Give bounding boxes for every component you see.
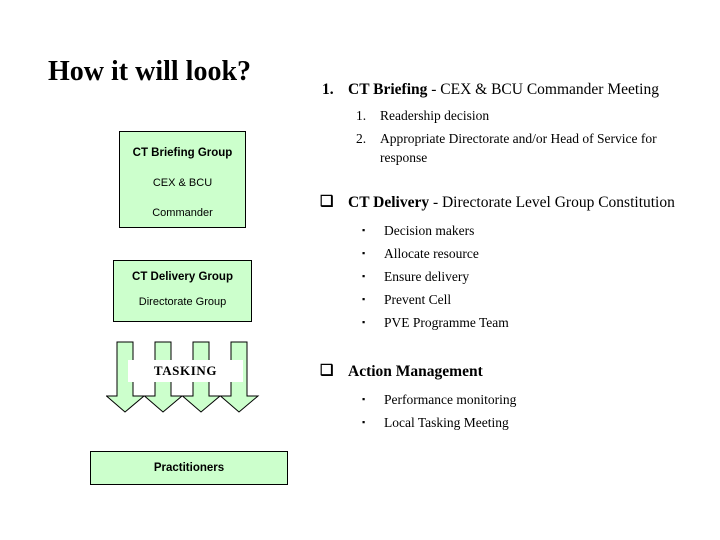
- outline-item-rest-text: - CEX & BCU Commander Meeting: [427, 81, 659, 98]
- square-bullet-icon: ▪: [362, 417, 366, 427]
- outline-subitem-text: Local Tasking Meeting: [384, 415, 509, 430]
- outline-subitem-text: Allocate resource: [384, 246, 479, 261]
- down-arrow-icon: [106, 341, 146, 413]
- flow-box-practitioners[interactable]: Practitioners: [90, 451, 288, 485]
- square-bullet-icon: ▪: [362, 271, 366, 281]
- list-number-marker: 2.: [356, 131, 367, 146]
- square-bullet-icon: ▪: [362, 225, 366, 235]
- outline-subitem-text: PVE Programme Team: [384, 315, 509, 330]
- tasking-label-band: TASKING: [128, 360, 243, 382]
- outline-block-action-management: ❑ Action Management ▪ Performance monito…: [318, 362, 694, 434]
- outline-subitem[interactable]: 2. Appropriate Directorate and/or Head o…: [318, 129, 694, 167]
- outline-block-ct-delivery: ❑ CT Delivery - Directorate Level Group …: [318, 193, 694, 334]
- flow-box-subtitle-line2: Commander: [152, 207, 213, 219]
- flow-box-title: CT Delivery Group: [132, 271, 233, 283]
- outline-block-ct-briefing: 1. CT Briefing - CEX & BCU Commander Mee…: [318, 80, 694, 167]
- list-number-marker: 1.: [356, 108, 367, 123]
- square-bullet-icon: ▪: [362, 394, 366, 404]
- outline-subitem[interactable]: 1. Readership decision: [318, 106, 694, 125]
- outline-subitem-text: Ensure delivery: [384, 269, 470, 284]
- tasking-label: TASKING: [153, 363, 218, 378]
- outline-item-ct-briefing[interactable]: 1. CT Briefing - CEX & BCU Commander Mee…: [318, 80, 694, 100]
- outline-subitem[interactable]: ▪ Decision makers: [318, 219, 694, 242]
- flow-box-title: CT Briefing Group: [132, 147, 233, 159]
- outline-subitem[interactable]: ▪ Local Tasking Meeting: [318, 411, 694, 434]
- outline-subitem-text: Decision makers: [384, 223, 475, 238]
- square-bullet-icon: ▪: [362, 248, 366, 258]
- outline-subitem-text: Appropriate Directorate and/or Head of S…: [380, 131, 657, 165]
- flow-box-ct-delivery-group[interactable]: CT Delivery Group Directorate Group: [113, 260, 252, 322]
- outline-subitem-text: Readership decision: [380, 108, 490, 123]
- outline-list: 1. CT Briefing - CEX & BCU Commander Mee…: [318, 80, 694, 434]
- outline-subitem[interactable]: ▪ Performance monitoring: [318, 388, 694, 411]
- outline-subitem[interactable]: ▪ Prevent Cell: [318, 288, 694, 311]
- outline-item-rest-text: - Directorate Level Group Constitution: [429, 194, 675, 211]
- outline-subitem[interactable]: ▪ Ensure delivery: [318, 265, 694, 288]
- flow-box-subtitle-line1: Directorate Group: [138, 296, 227, 308]
- outline-item-bold-text: CT Briefing: [348, 81, 428, 98]
- outline-subitem-text: Performance monitoring: [384, 392, 517, 407]
- flow-box-title: Practitioners: [153, 462, 225, 474]
- outline-subitem[interactable]: ▪ PVE Programme Team: [318, 311, 694, 334]
- outline-subitem[interactable]: ▪ Allocate resource: [318, 242, 694, 265]
- flow-box-ct-briefing-group[interactable]: CT Briefing Group CEX & BCU Commander: [119, 131, 246, 228]
- page-title: How it will look?: [48, 56, 252, 87]
- square-bullet-icon: ▪: [362, 294, 366, 304]
- list-number-marker: 1.: [322, 81, 334, 98]
- outline-item-action-management[interactable]: ❑ Action Management: [318, 362, 694, 382]
- outline-item-bold-text: Action Management: [348, 363, 483, 380]
- outline-item-bold-text: CT Delivery: [348, 194, 430, 211]
- square-bullet-icon: ▪: [362, 317, 366, 327]
- flow-box-subtitle-line1: CEX & BCU: [152, 177, 213, 189]
- hollow-square-bullet-icon: ❑: [320, 194, 334, 210]
- outline-subitem-text: Prevent Cell: [384, 292, 452, 307]
- hollow-square-bullet-icon: ❑: [320, 363, 334, 379]
- outline-item-ct-delivery[interactable]: ❑ CT Delivery - Directorate Level Group …: [318, 193, 694, 213]
